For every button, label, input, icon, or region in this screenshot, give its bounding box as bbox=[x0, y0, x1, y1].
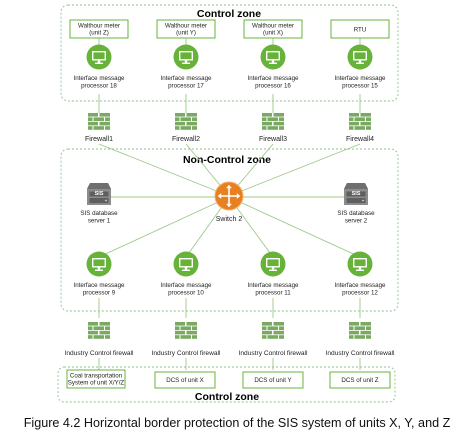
processor-15-label: Interface message bbox=[335, 75, 386, 82]
processor-18-label: Interface message bbox=[74, 75, 125, 82]
server-2-label: SIS database bbox=[337, 210, 375, 217]
processor-10-number: processor 10 bbox=[168, 290, 204, 297]
connection-lines bbox=[98, 38, 361, 370]
brick-wall-icon bbox=[349, 322, 371, 340]
monitor-icon bbox=[347, 251, 373, 277]
meter-box-label: Walthour meter bbox=[165, 23, 207, 30]
dcs-unit-z-box: DCS of unit Z bbox=[329, 371, 391, 389]
brick-wall-icon bbox=[88, 322, 110, 340]
router-switch-icon bbox=[214, 181, 244, 211]
coal-box-line1: Coal transportation bbox=[70, 373, 123, 380]
server-1-label: SIS database bbox=[80, 210, 118, 217]
industry-firewall-2-label: Industry Control firewall bbox=[152, 350, 221, 357]
firewall-1-label: Firewall1 bbox=[85, 136, 113, 143]
processor-12-number: processor 12 bbox=[342, 290, 378, 297]
processor-12-label: Interface message bbox=[335, 282, 386, 289]
processor-17-label: Interface message bbox=[161, 75, 212, 82]
processor-11-number: processor 11 bbox=[255, 290, 291, 297]
middle-zone-title: Non-Control zone bbox=[183, 154, 271, 166]
coal-transportation-box: Coal transportation System of unit X/Y/Z bbox=[66, 369, 126, 389]
dcs-unit-x-box: DCS of unit X bbox=[154, 371, 216, 389]
monitor-icon bbox=[86, 44, 112, 70]
industry-firewall-3-label: Industry Control firewall bbox=[239, 350, 308, 357]
monitor-icon bbox=[260, 44, 286, 70]
dcs-unit-y-box: DCS of unit Y bbox=[242, 371, 304, 389]
top-zone-title: Control zone bbox=[197, 8, 261, 20]
coal-box-line2: System of unit X/Y/Z bbox=[68, 380, 125, 387]
monitor-icon bbox=[347, 44, 373, 70]
processor-18-number: processor 18 bbox=[81, 83, 117, 90]
rtu-label: RTU bbox=[354, 27, 367, 34]
industry-firewall-1-label: Industry Control firewall bbox=[65, 350, 134, 357]
processor-15-number: processor 15 bbox=[342, 83, 378, 90]
switch-label: Switch 2 bbox=[216, 216, 243, 223]
processor-17-number: processor 17 bbox=[168, 83, 204, 90]
firewall-4-label: Firewall4 bbox=[346, 136, 374, 143]
brick-wall-icon bbox=[262, 113, 284, 131]
brick-wall-icon bbox=[88, 113, 110, 131]
bottom-zone-title: Control zone bbox=[195, 391, 259, 403]
firewall-3-label: Firewall3 bbox=[259, 136, 287, 143]
firewall-2-label: Firewall2 bbox=[172, 136, 200, 143]
meter-box-label: Walthour meter bbox=[252, 23, 294, 30]
monitor-icon bbox=[260, 251, 286, 277]
server-1-number: server 1 bbox=[88, 218, 111, 225]
meter-box-unit-y: Walthour meter (unit Y) bbox=[156, 19, 216, 39]
processor-16-number: processor 16 bbox=[255, 83, 291, 90]
meter-box-unit: (unit X) bbox=[263, 30, 283, 37]
non-control-zone-frame bbox=[60, 148, 399, 312]
monitor-icon bbox=[86, 251, 112, 277]
processor-9-number: processor 9 bbox=[83, 290, 116, 297]
meter-box-unit-z: Walthour meter (unit Z) bbox=[69, 19, 129, 39]
server-2-number: server 2 bbox=[345, 218, 368, 225]
monitor-icon bbox=[173, 44, 199, 70]
server-2-badge: SIS bbox=[352, 191, 361, 197]
meter-box-unit: (unit Z) bbox=[89, 30, 109, 37]
figure-caption: Figure 4.2 Horizontal border protection … bbox=[24, 416, 451, 430]
dcs-x-label: DCS of unit X bbox=[166, 377, 204, 384]
processor-10-label: Interface message bbox=[161, 282, 212, 289]
brick-wall-icon bbox=[262, 322, 284, 340]
rtu-box: RTU bbox=[330, 19, 390, 39]
industry-firewall-4-label: Industry Control firewall bbox=[326, 350, 395, 357]
dcs-z-label: DCS of unit Z bbox=[341, 377, 378, 384]
server-1-badge: SIS bbox=[95, 191, 104, 197]
meter-box-unit: (unit Y) bbox=[176, 30, 196, 37]
bottom-control-zone-frame bbox=[57, 366, 396, 403]
meter-box-label: Walthour meter bbox=[78, 23, 120, 30]
meter-box-unit-x: Walthour meter (unit X) bbox=[243, 19, 303, 39]
brick-wall-icon bbox=[175, 322, 197, 340]
processor-9-label: Interface message bbox=[74, 282, 125, 289]
brick-wall-icon bbox=[175, 113, 197, 131]
processor-11-label: Interface message bbox=[248, 282, 299, 289]
monitor-icon bbox=[173, 251, 199, 277]
top-control-zone-frame bbox=[60, 4, 399, 102]
brick-wall-icon bbox=[349, 113, 371, 131]
dcs-y-label: DCS of unit Y bbox=[254, 377, 291, 384]
processor-16-label: Interface message bbox=[248, 75, 299, 82]
